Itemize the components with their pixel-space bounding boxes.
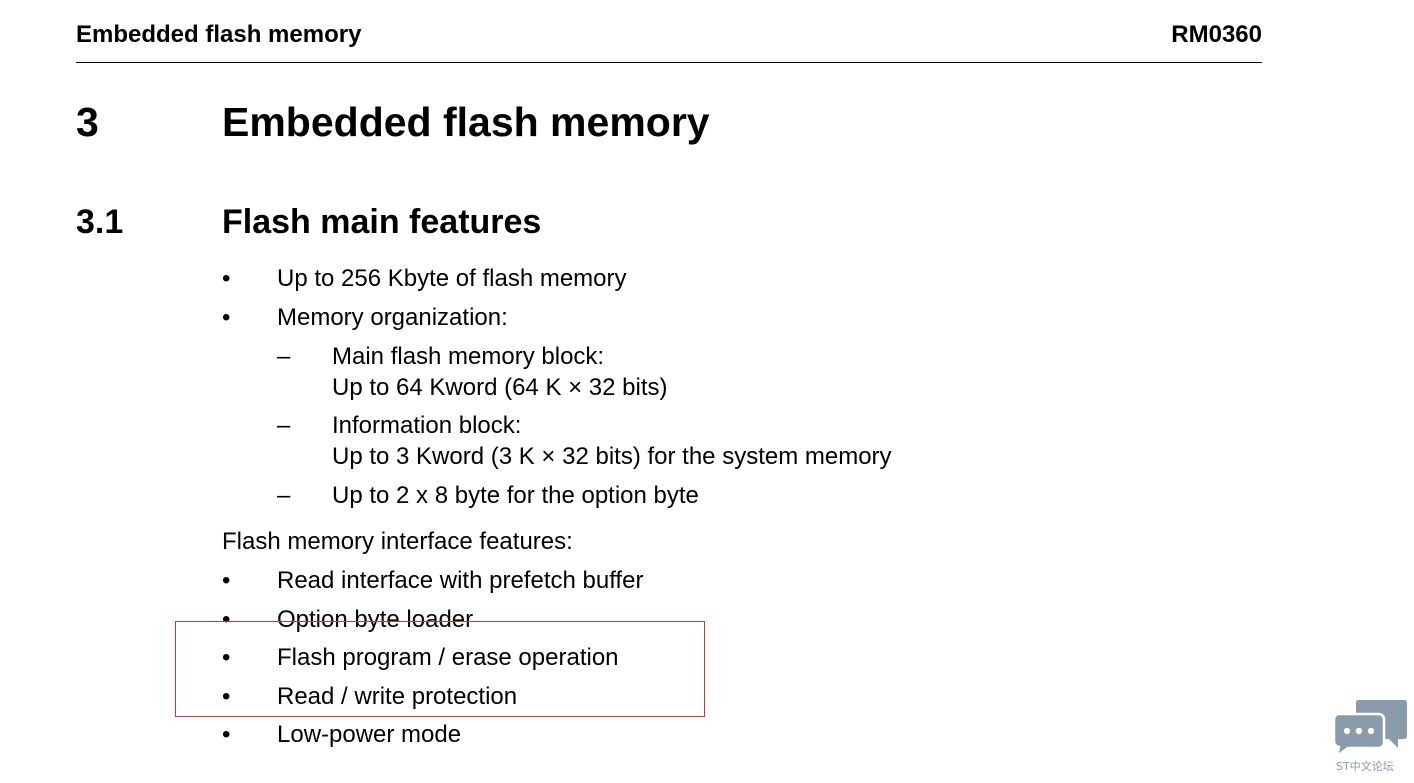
sub-item-line: Information block: bbox=[332, 412, 522, 439]
bullet-marker: • bbox=[222, 721, 231, 748]
bullet-marker: • bbox=[222, 606, 231, 633]
bullet-marker: • bbox=[222, 304, 231, 331]
sub-item-line: Up to 2 x 8 byte for the option byte bbox=[332, 482, 699, 509]
chat-widget[interactable] bbox=[1332, 698, 1410, 780]
interface-item: Flash program / erase operation bbox=[277, 644, 619, 671]
feature-item: Up to 256 Kbyte of flash memory bbox=[277, 265, 627, 292]
interface-item: Read interface with prefetch buffer bbox=[277, 567, 644, 594]
subsection-number: 3.1 bbox=[76, 203, 124, 241]
interface-item: Read / write protection bbox=[277, 683, 518, 710]
dash-marker: – bbox=[277, 482, 291, 509]
bullet-marker: • bbox=[222, 644, 231, 671]
page-header: Embedded flash memory RM0360 bbox=[76, 0, 1262, 63]
interface-item: Option byte loader bbox=[277, 606, 474, 633]
section-title: Embedded flash memory bbox=[222, 99, 710, 145]
section-number: 3 bbox=[76, 99, 99, 145]
interface-item: Low-power mode bbox=[277, 721, 462, 748]
header-document-id: RM0360 bbox=[1171, 21, 1262, 48]
dash-marker: – bbox=[277, 412, 291, 439]
interface-intro: Flash memory interface features: bbox=[222, 528, 573, 555]
subsection-title: Flash main features bbox=[222, 203, 542, 241]
sub-item-line: Up to 3 Kword (3 K × 32 bits) for the sy… bbox=[332, 443, 892, 470]
sub-item-line: Main flash memory block: bbox=[332, 343, 605, 370]
highlight-box bbox=[175, 621, 705, 717]
bullet-marker: • bbox=[222, 567, 231, 594]
feature-item: Memory organization: bbox=[277, 304, 508, 331]
chat-widget-caption[interactable]: ST中文论坛 bbox=[1336, 760, 1394, 773]
bullet-marker: • bbox=[222, 683, 231, 710]
bullet-marker: • bbox=[222, 265, 231, 292]
chat-bubbles-icon[interactable] bbox=[1332, 698, 1410, 760]
sub-item-line: Up to 64 Kword (64 K × 32 bits) bbox=[332, 374, 668, 401]
header-section-title: Embedded flash memory bbox=[76, 21, 362, 48]
dash-marker: – bbox=[277, 343, 291, 370]
